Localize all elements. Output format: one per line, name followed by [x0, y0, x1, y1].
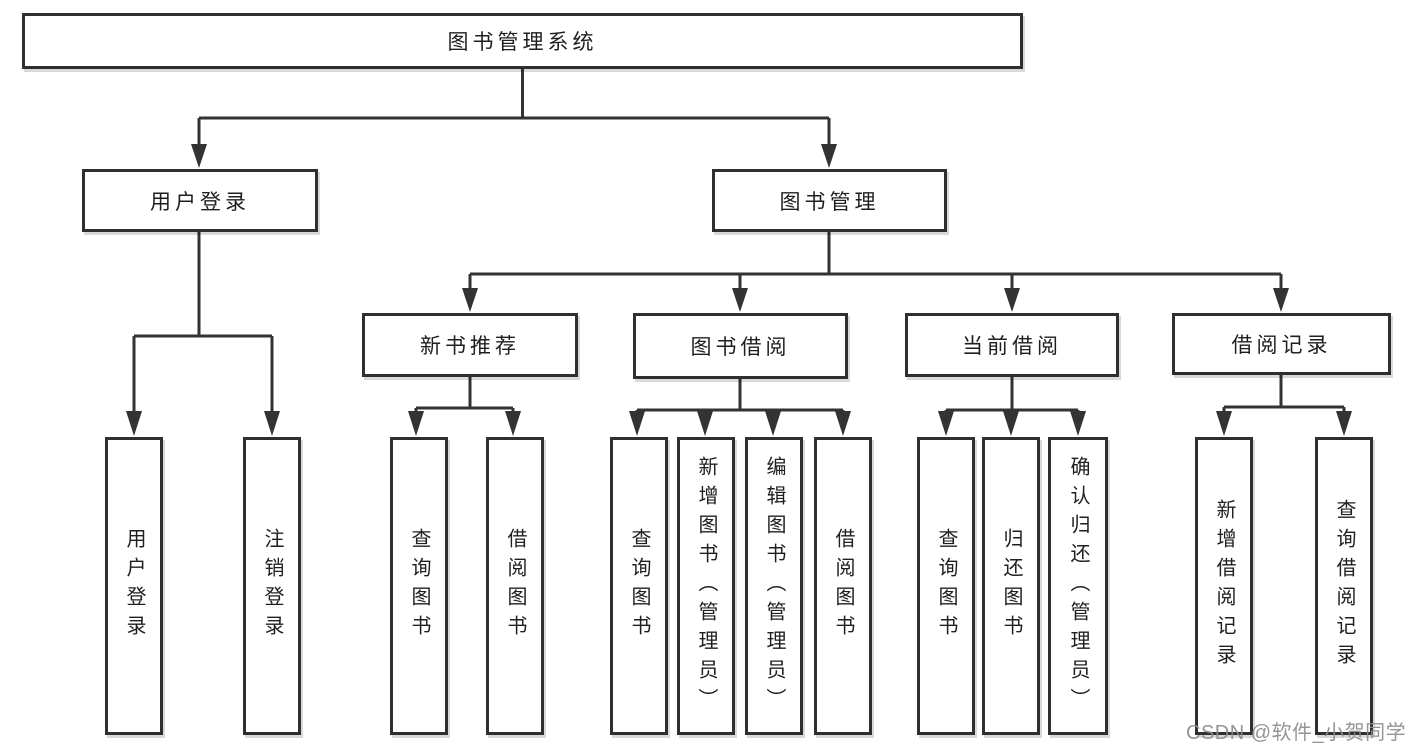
leaf-query-books-borrow: 查询图书 — [610, 437, 668, 735]
leaf-edit-book-admin: 编辑图书（管理员） — [745, 437, 803, 735]
node-book-management-label: 图书管理 — [779, 190, 880, 214]
watermark: CSDN @软件_小贺同学 — [1186, 722, 1405, 744]
leaf-add-book-admin-label: 新增图书（管理员） — [695, 455, 717, 717]
leaf-return-book: 归还图书 — [982, 437, 1040, 735]
leaf-edit-book-admin-label: 编辑图书（管理员） — [763, 455, 785, 717]
node-book-borrow: 图书借阅 — [633, 313, 848, 379]
node-borrow-records-label: 借阅记录 — [1231, 334, 1332, 357]
node-book-borrow-label: 图书借阅 — [690, 336, 791, 359]
leaf-logout-label: 注销登录 — [261, 528, 283, 644]
node-root-label: 图书管理系统 — [447, 31, 598, 54]
leaf-add-borrow-record: 新增借阅记录 — [1195, 437, 1253, 735]
leaf-logout: 注销登录 — [243, 437, 301, 735]
node-borrow-records: 借阅记录 — [1172, 313, 1391, 375]
leaf-query-books-recommend-label: 查询图书 — [408, 528, 430, 644]
node-new-book-recommend: 新书推荐 — [362, 313, 578, 377]
node-current-borrow-label: 当前借阅 — [962, 335, 1062, 358]
node-current-borrow: 当前借阅 — [905, 313, 1119, 377]
leaf-user-login: 用户登录 — [105, 437, 163, 735]
leaf-add-book-admin: 新增图书（管理员） — [677, 437, 735, 735]
leaf-borrow-books: 借阅图书 — [814, 437, 872, 735]
leaf-return-book-label: 归还图书 — [1000, 528, 1022, 644]
leaf-confirm-return-admin: 确认归还（管理员） — [1048, 437, 1108, 735]
node-book-management: 图书管理 — [712, 169, 947, 232]
leaf-query-books-current: 查询图书 — [917, 437, 975, 735]
leaf-query-books-current-label: 查询图书 — [935, 528, 957, 644]
leaf-query-borrow-record-label: 查询借阅记录 — [1333, 499, 1355, 673]
leaf-user-login-label: 用户登录 — [123, 528, 145, 644]
leaf-confirm-return-admin-label: 确认归还（管理员） — [1067, 455, 1089, 717]
leaf-query-books-borrow-label: 查询图书 — [628, 528, 650, 644]
node-root: 图书管理系统 — [22, 13, 1023, 69]
node-new-book-recommend-label: 新书推荐 — [420, 335, 520, 358]
node-user-login-label: 用户登录 — [150, 190, 250, 214]
leaf-borrow-books-label: 借阅图书 — [832, 528, 854, 644]
leaf-query-borrow-record: 查询借阅记录 — [1315, 437, 1373, 735]
leaf-borrow-books-recommend: 借阅图书 — [486, 437, 544, 735]
leaf-query-books-recommend: 查询图书 — [390, 437, 448, 735]
leaf-borrow-books-recommend-label: 借阅图书 — [504, 528, 526, 644]
leaf-add-borrow-record-label: 新增借阅记录 — [1213, 499, 1235, 673]
node-user-login: 用户登录 — [82, 169, 318, 232]
arrowhead-icon — [126, 144, 1352, 436]
